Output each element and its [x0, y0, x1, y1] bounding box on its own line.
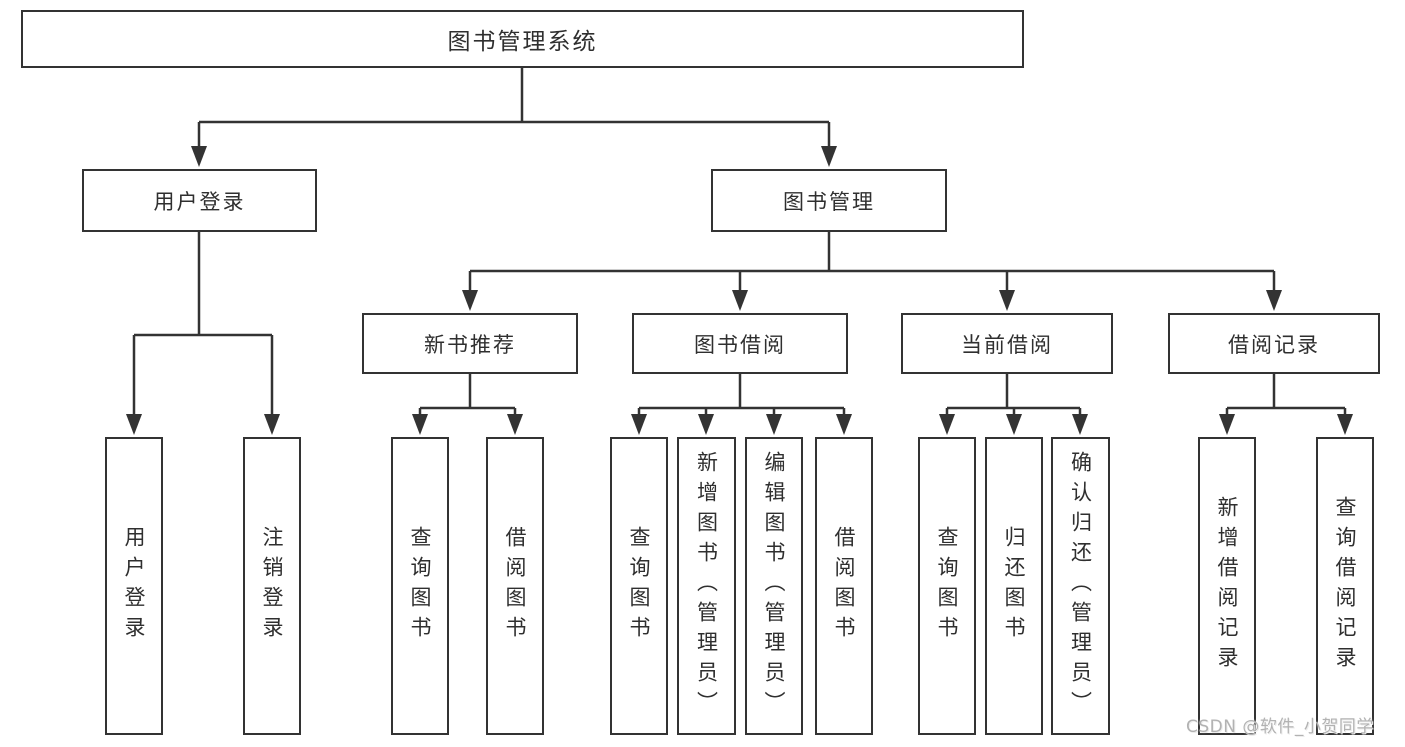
node-label: 注销登录 — [260, 526, 284, 646]
node-book-management: 图书管理 — [711, 169, 947, 232]
connector-userlogin-to-leaves — [132, 232, 274, 418]
node-label: 当前借阅 — [961, 332, 1053, 357]
node-label: 新增借阅记录 — [1215, 496, 1239, 676]
connector-bookmgmt-to-level3 — [468, 232, 1276, 293]
leaf-confirm-return-admin: 确认归还（管理员） — [1051, 437, 1110, 735]
leaf-edit-books-admin: 编辑图书（管理员） — [745, 437, 803, 735]
leaf-query-books-borrowing: 查询图书 — [610, 437, 668, 735]
connector-borrowrecord-to-leaves — [1225, 374, 1347, 418]
node-label: 查询借阅记录 — [1333, 496, 1357, 676]
node-label: 图书管理系统 — [447, 29, 598, 55]
leaf-return-books: 归还图书 — [985, 437, 1043, 735]
node-borrowing-records: 借阅记录 — [1168, 313, 1380, 374]
leaf-add-borrow-record: 新增借阅记录 — [1198, 437, 1256, 735]
csdn-watermark: CSDN @软件_小贺同学 — [1186, 717, 1374, 737]
node-label: 借阅图书 — [503, 526, 527, 646]
node-book-borrowing: 图书借阅 — [632, 313, 848, 374]
node-label: 借阅记录 — [1228, 332, 1320, 357]
node-user-login: 用户登录 — [82, 169, 317, 232]
node-label: 归还图书 — [1002, 526, 1026, 646]
node-label: 新增图书（管理员） — [694, 451, 719, 721]
leaf-borrow-books-borrowing: 借阅图书 — [815, 437, 873, 735]
node-current-borrowing: 当前借阅 — [901, 313, 1113, 374]
leaf-query-books-current: 查询图书 — [918, 437, 976, 735]
node-label: 图书管理 — [783, 189, 875, 214]
node-label: 新书推荐 — [424, 332, 516, 357]
connector-currentborrow-to-leaves — [945, 374, 1082, 418]
node-label: 查询图书 — [627, 526, 651, 646]
leaf-query-books-recommend: 查询图书 — [391, 437, 449, 735]
arrow-heads — [126, 146, 1353, 435]
leaf-add-books-admin: 新增图书（管理员） — [677, 437, 736, 735]
leaf-logout: 注销登录 — [243, 437, 301, 735]
node-library-management-system: 图书管理系统 — [21, 10, 1024, 68]
node-label: 图书借阅 — [694, 332, 786, 357]
leaf-query-borrow-record: 查询借阅记录 — [1316, 437, 1374, 735]
node-new-book-recommendation: 新书推荐 — [362, 313, 578, 374]
node-label: 借阅图书 — [832, 526, 856, 646]
connector-root-to-level2 — [197, 68, 831, 149]
node-label: 用户登录 — [153, 189, 246, 214]
connector-bookborrow-to-leaves — [637, 374, 846, 418]
leaf-borrow-books-recommend: 借阅图书 — [486, 437, 544, 735]
node-label: 用户登录 — [122, 526, 146, 646]
node-label: 查询图书 — [408, 526, 432, 646]
node-label: 确认归还（管理员） — [1068, 451, 1093, 721]
node-label: 查询图书 — [935, 526, 959, 646]
connector-newbook-to-leaves — [418, 374, 517, 418]
node-label: 编辑图书（管理员） — [762, 451, 786, 721]
leaf-user-login: 用户登录 — [105, 437, 163, 735]
